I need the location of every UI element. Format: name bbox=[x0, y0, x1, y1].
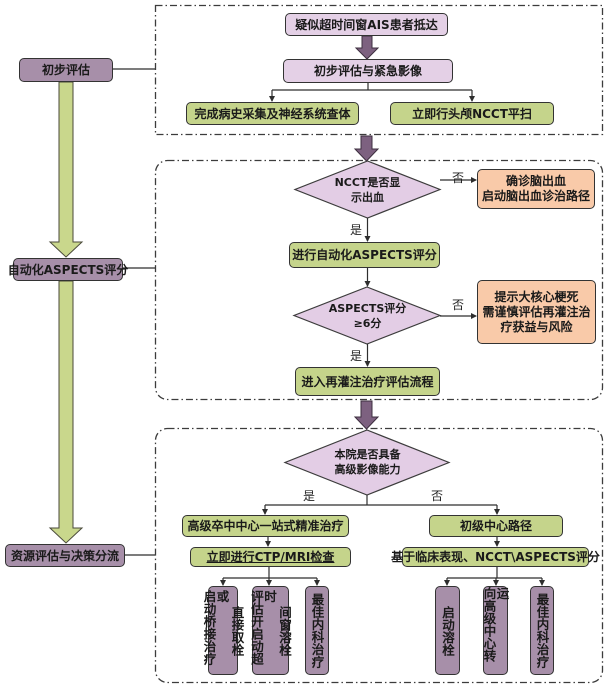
node-text-line: 确诊脑出血 bbox=[505, 174, 566, 188]
node-text-line: 疗获益与风险 bbox=[500, 319, 573, 334]
decision-text-line: ≥6分 bbox=[353, 317, 382, 330]
node-text: 进入再灌注治疗评估流程 bbox=[301, 374, 434, 389]
decision-text-line: NCCT是否显 bbox=[334, 176, 401, 189]
option-text-column: 向高级中心转运 bbox=[481, 587, 510, 662]
option-text-column: 评估开启动超时 bbox=[249, 590, 277, 665]
node-text: 初级中心路径 bbox=[459, 519, 532, 533]
connector-assessment-split bbox=[272, 83, 472, 91]
stage-resource-decision: 资源评估与决策分流 bbox=[5, 544, 125, 567]
option-bridging-or-thrombectomy: 启动桥接治疗或 直接取栓 bbox=[202, 586, 245, 675]
option-start-thrombolysis: 启动溶栓 bbox=[435, 586, 460, 675]
option-text-column: 间窗溶栓 bbox=[277, 605, 292, 656]
node-clinical-ncct-aspects: 基于临床表现、NCCT\ASPECTS评分 bbox=[391, 547, 600, 567]
flow-arrow-section1-2-icon bbox=[353, 135, 380, 162]
flow-arrow-section2-3-icon bbox=[353, 400, 380, 430]
node-text: 高级卒中中心一站式精准治疗 bbox=[187, 519, 344, 533]
stage-label: 自动化ASPECTS评分 bbox=[7, 262, 129, 277]
stage-auto-aspects: 自动化ASPECTS评分 bbox=[8, 258, 128, 281]
node-text: 基于临床表现、NCCT\ASPECTS评分 bbox=[391, 550, 600, 564]
label-imaging-yes: 是 bbox=[303, 489, 316, 503]
decision-imaging-capability: 本院是否具备 高级影像能力 bbox=[310, 444, 425, 480]
option-best-medical-therapy-advanced: 最佳内科治疗 bbox=[305, 586, 329, 675]
node-reperfusion-flow: 进入再灌注治疗评估流程 bbox=[295, 367, 440, 396]
section-frame-resource bbox=[154, 427, 604, 684]
node-patient-arrival: 疑似超时间窗AIS患者抵达 bbox=[285, 13, 448, 36]
stage-arrow-1-icon bbox=[48, 81, 84, 258]
decision-text-line: 示出血 bbox=[351, 191, 384, 204]
node-auto-aspects: 进行自动化ASPECTS评分 bbox=[289, 242, 440, 268]
node-text: 进行自动化ASPECTS评分 bbox=[292, 248, 437, 262]
decision-text-line: 本院是否具备 bbox=[334, 448, 401, 461]
decision-text-line: 高级影像能力 bbox=[334, 463, 401, 476]
node-advanced-center: 高级卒中中心一站式精准治疗 bbox=[182, 515, 349, 537]
node-text: 立即进行CTP/MRI检查 bbox=[206, 550, 335, 564]
node-initial-assessment: 初步评估与紧急影像 bbox=[283, 59, 453, 83]
stage-label: 初步评估 bbox=[41, 63, 90, 77]
option-text-column: 直接取栓 bbox=[229, 605, 245, 656]
decision-text-line: ASPECTS评分 bbox=[328, 302, 407, 315]
option-text-column: 最佳内科治疗 bbox=[309, 593, 325, 668]
node-text: 立即行头颅NCCT平扫 bbox=[412, 106, 532, 121]
node-history-exam: 完成病史采集及神经系统查体 bbox=[186, 102, 359, 125]
stage-arrow-2-icon bbox=[48, 280, 84, 544]
label-imaging-no: 否 bbox=[431, 489, 444, 503]
label-score-no: 否 bbox=[452, 298, 465, 312]
option-text-column: 启动桥接治疗或 bbox=[201, 590, 230, 665]
node-ncct-scan: 立即行头颅NCCT平扫 bbox=[390, 102, 554, 125]
stage-initial-assessment: 初步评估 bbox=[19, 58, 113, 82]
option-text-column: 启动溶栓 bbox=[440, 605, 455, 656]
option-text-column: 最佳内科治疗 bbox=[534, 593, 550, 668]
stage-label: 资源评估与决策分流 bbox=[10, 548, 119, 563]
node-large-core-infarct: 提示大核心梗死 需谨慎评估再灌注治 疗获益与风险 bbox=[477, 280, 596, 344]
node-text-line: 需谨慎评估再灌注治 bbox=[482, 304, 591, 319]
node-text-line: 启动脑出血诊治路径 bbox=[481, 189, 590, 203]
connector-advanced-options-split bbox=[223, 567, 317, 579]
decision-aspects-score: ASPECTS评分 ≥6分 bbox=[310, 298, 425, 334]
node-text-line: 提示大核心梗死 bbox=[494, 289, 579, 304]
section-frame-aspects bbox=[154, 159, 604, 401]
option-best-medical-therapy-primary: 最佳内科治疗 bbox=[530, 586, 554, 675]
node-primary-center: 初级中心路径 bbox=[429, 515, 563, 537]
section-frame-initial bbox=[154, 4, 604, 136]
label-hemorrhage-no: 否 bbox=[452, 171, 465, 185]
node-text: 完成病史采集及神经系统查体 bbox=[194, 106, 351, 121]
decision-hemorrhage: NCCT是否显 示出血 bbox=[310, 172, 425, 208]
node-text: 初步评估与紧急影像 bbox=[313, 64, 422, 78]
label-hemorrhage-yes: 是 bbox=[350, 223, 363, 237]
node-text: 疑似超时间窗AIS患者抵达 bbox=[295, 17, 438, 32]
label-score-yes: 是 bbox=[350, 349, 363, 363]
connector-imaging-split bbox=[265, 495, 497, 506]
connector-primary-options-split bbox=[447, 567, 542, 579]
node-hemorrhage-confirmed: 确诊脑出血 启动脑出血诊治路径 bbox=[477, 169, 595, 209]
flow-arrow-arrival-icon bbox=[354, 35, 380, 60]
option-extended-window-thrombolysis: 评估开启动超时 间窗溶栓 bbox=[249, 586, 292, 675]
option-transfer-to-advanced-center: 向高级中心转运 bbox=[481, 586, 510, 675]
node-ctp-mri-exam: 立即进行CTP/MRI检查 bbox=[190, 547, 351, 567]
